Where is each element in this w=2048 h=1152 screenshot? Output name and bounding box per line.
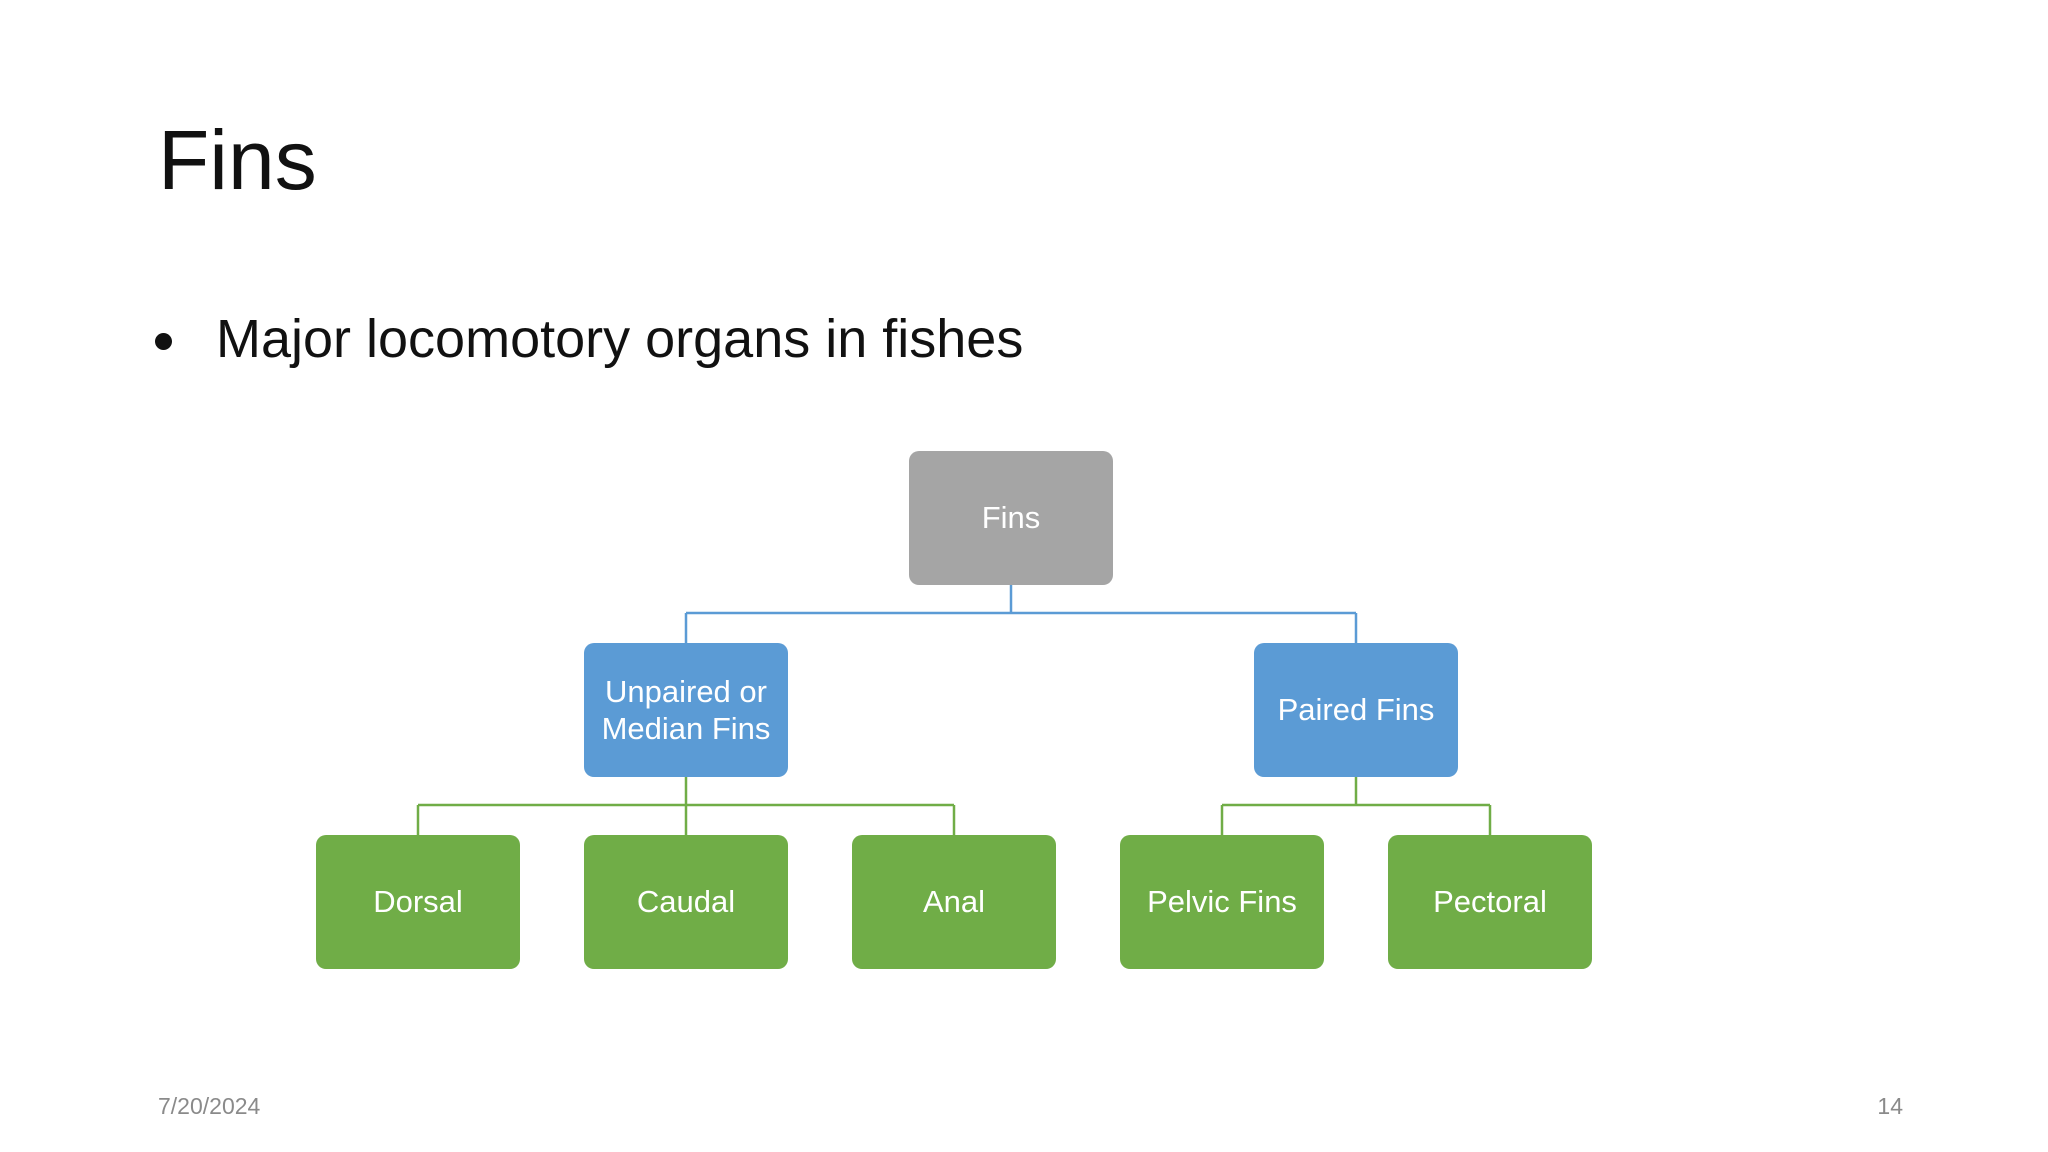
node-unpaired-median-fins: Unpaired or Median Fins — [584, 643, 788, 777]
bullet-text: Major locomotory organs in fishes — [216, 309, 1024, 369]
slide-title: Fins — [158, 113, 317, 207]
node-dorsal: Dorsal — [316, 835, 520, 969]
bullet-item: Major locomotory organs in fishes — [155, 312, 1023, 366]
connectors-level1 — [684, 585, 1358, 643]
node-pectoral: Pectoral — [1388, 835, 1592, 969]
bullet-dot-icon — [155, 332, 172, 350]
footer-date: 7/20/2024 — [158, 1093, 261, 1119]
connectors-level2 — [416, 777, 1492, 835]
node-caudal: Caudal — [584, 835, 788, 969]
node-fins-root: Fins — [909, 451, 1113, 585]
node-pelvic-fins: Pelvic Fins — [1120, 835, 1324, 969]
footer-page-number: 14 — [1877, 1093, 1903, 1119]
node-anal: Anal — [852, 835, 1056, 969]
node-paired-fins: Paired Fins — [1254, 643, 1458, 777]
